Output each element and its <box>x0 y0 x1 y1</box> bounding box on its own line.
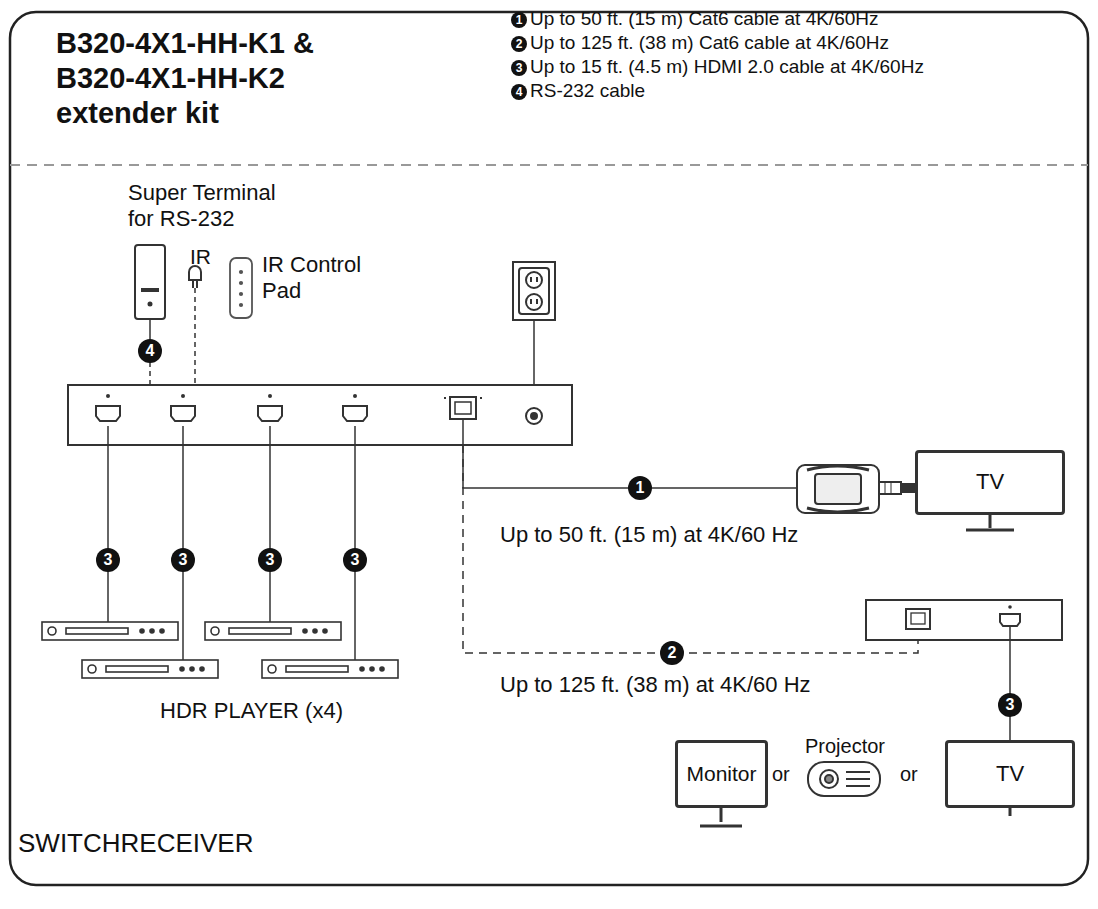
tv-box: TV <box>915 450 1065 515</box>
receiver-box <box>866 600 1062 640</box>
callout-number: 4 <box>138 339 162 363</box>
monitor-box: Monitor <box>675 740 768 808</box>
ir-control-pad <box>230 258 252 318</box>
label-text: or <box>772 762 790 786</box>
node-text: Monitor <box>686 761 756 786</box>
label-text: IR <box>190 244 211 269</box>
rs232-wire <box>149 362 151 385</box>
tv-stand <box>1009 808 1012 816</box>
label-text: HDR PLAYER (x4) <box>160 698 343 724</box>
wall-outlet <box>513 262 555 320</box>
cat6-cable <box>463 419 797 488</box>
callout-number: 2 <box>511 36 527 52</box>
ir-wire <box>194 288 196 385</box>
title: B320-4X1-HH-K1 & B320-4X1-HH-K2 extender… <box>56 26 396 131</box>
projector-icon <box>808 762 880 796</box>
label-text: Up to 125 ft. (38 m) Cat6 cable at 4K/60… <box>530 32 889 55</box>
callout-number: 3 <box>171 548 195 572</box>
computer-label: Super Terminal for RS-232 <box>128 180 298 236</box>
receiver-dongle <box>797 465 915 513</box>
cat6-cable-long <box>463 445 918 653</box>
divider <box>10 164 1088 166</box>
computer-icon <box>135 245 165 319</box>
monitor-stand <box>700 808 742 826</box>
label-text: RS-232 cable <box>530 80 645 103</box>
outer-frame <box>10 12 1088 885</box>
node-text: Projector <box>805 734 885 758</box>
callout-number: 3 <box>998 693 1022 717</box>
node-text: TV <box>996 761 1024 787</box>
callout-number: 3 <box>343 548 367 572</box>
hdmi-cable <box>1009 626 1011 740</box>
label-text: Up to 50 ft. (15 m) Cat6 cable at 4K/60H… <box>530 8 879 31</box>
node-text: Super Terminal for RS-232 <box>128 180 298 233</box>
node-text: IR Control Pad <box>262 252 390 305</box>
label-text: or <box>900 762 918 786</box>
callout-number: 1 <box>511 12 527 28</box>
callout-number: 2 <box>660 641 684 665</box>
rs232-wire <box>149 319 151 340</box>
label-text: Up to 15 ft. (4.5 m) HDMI 2.0 cable at 4… <box>530 56 924 79</box>
remote-label: IR Control Pad <box>262 252 390 308</box>
switch-unit <box>68 385 572 445</box>
ir-sensor <box>189 266 201 288</box>
callout-number: 1 <box>628 476 652 500</box>
tv-stand <box>966 515 1014 530</box>
label-text: Up to 50 ft. (15 m) at 4K/60 Hz <box>500 522 798 548</box>
label-text: SWITCHRECEIVER <box>18 828 253 859</box>
tv-box: TV <box>945 740 1075 808</box>
projector-label: Projector <box>795 734 895 760</box>
hdr-players <box>42 622 398 678</box>
callout-number: 4 <box>511 84 527 100</box>
callout-number: 3 <box>511 60 527 76</box>
label-text: Up to 125 ft. (38 m) at 4K/60 Hz <box>500 672 811 698</box>
node-text: TV <box>976 469 1004 495</box>
callout-number: 3 <box>258 548 282 572</box>
callout-number: 3 <box>96 548 120 572</box>
